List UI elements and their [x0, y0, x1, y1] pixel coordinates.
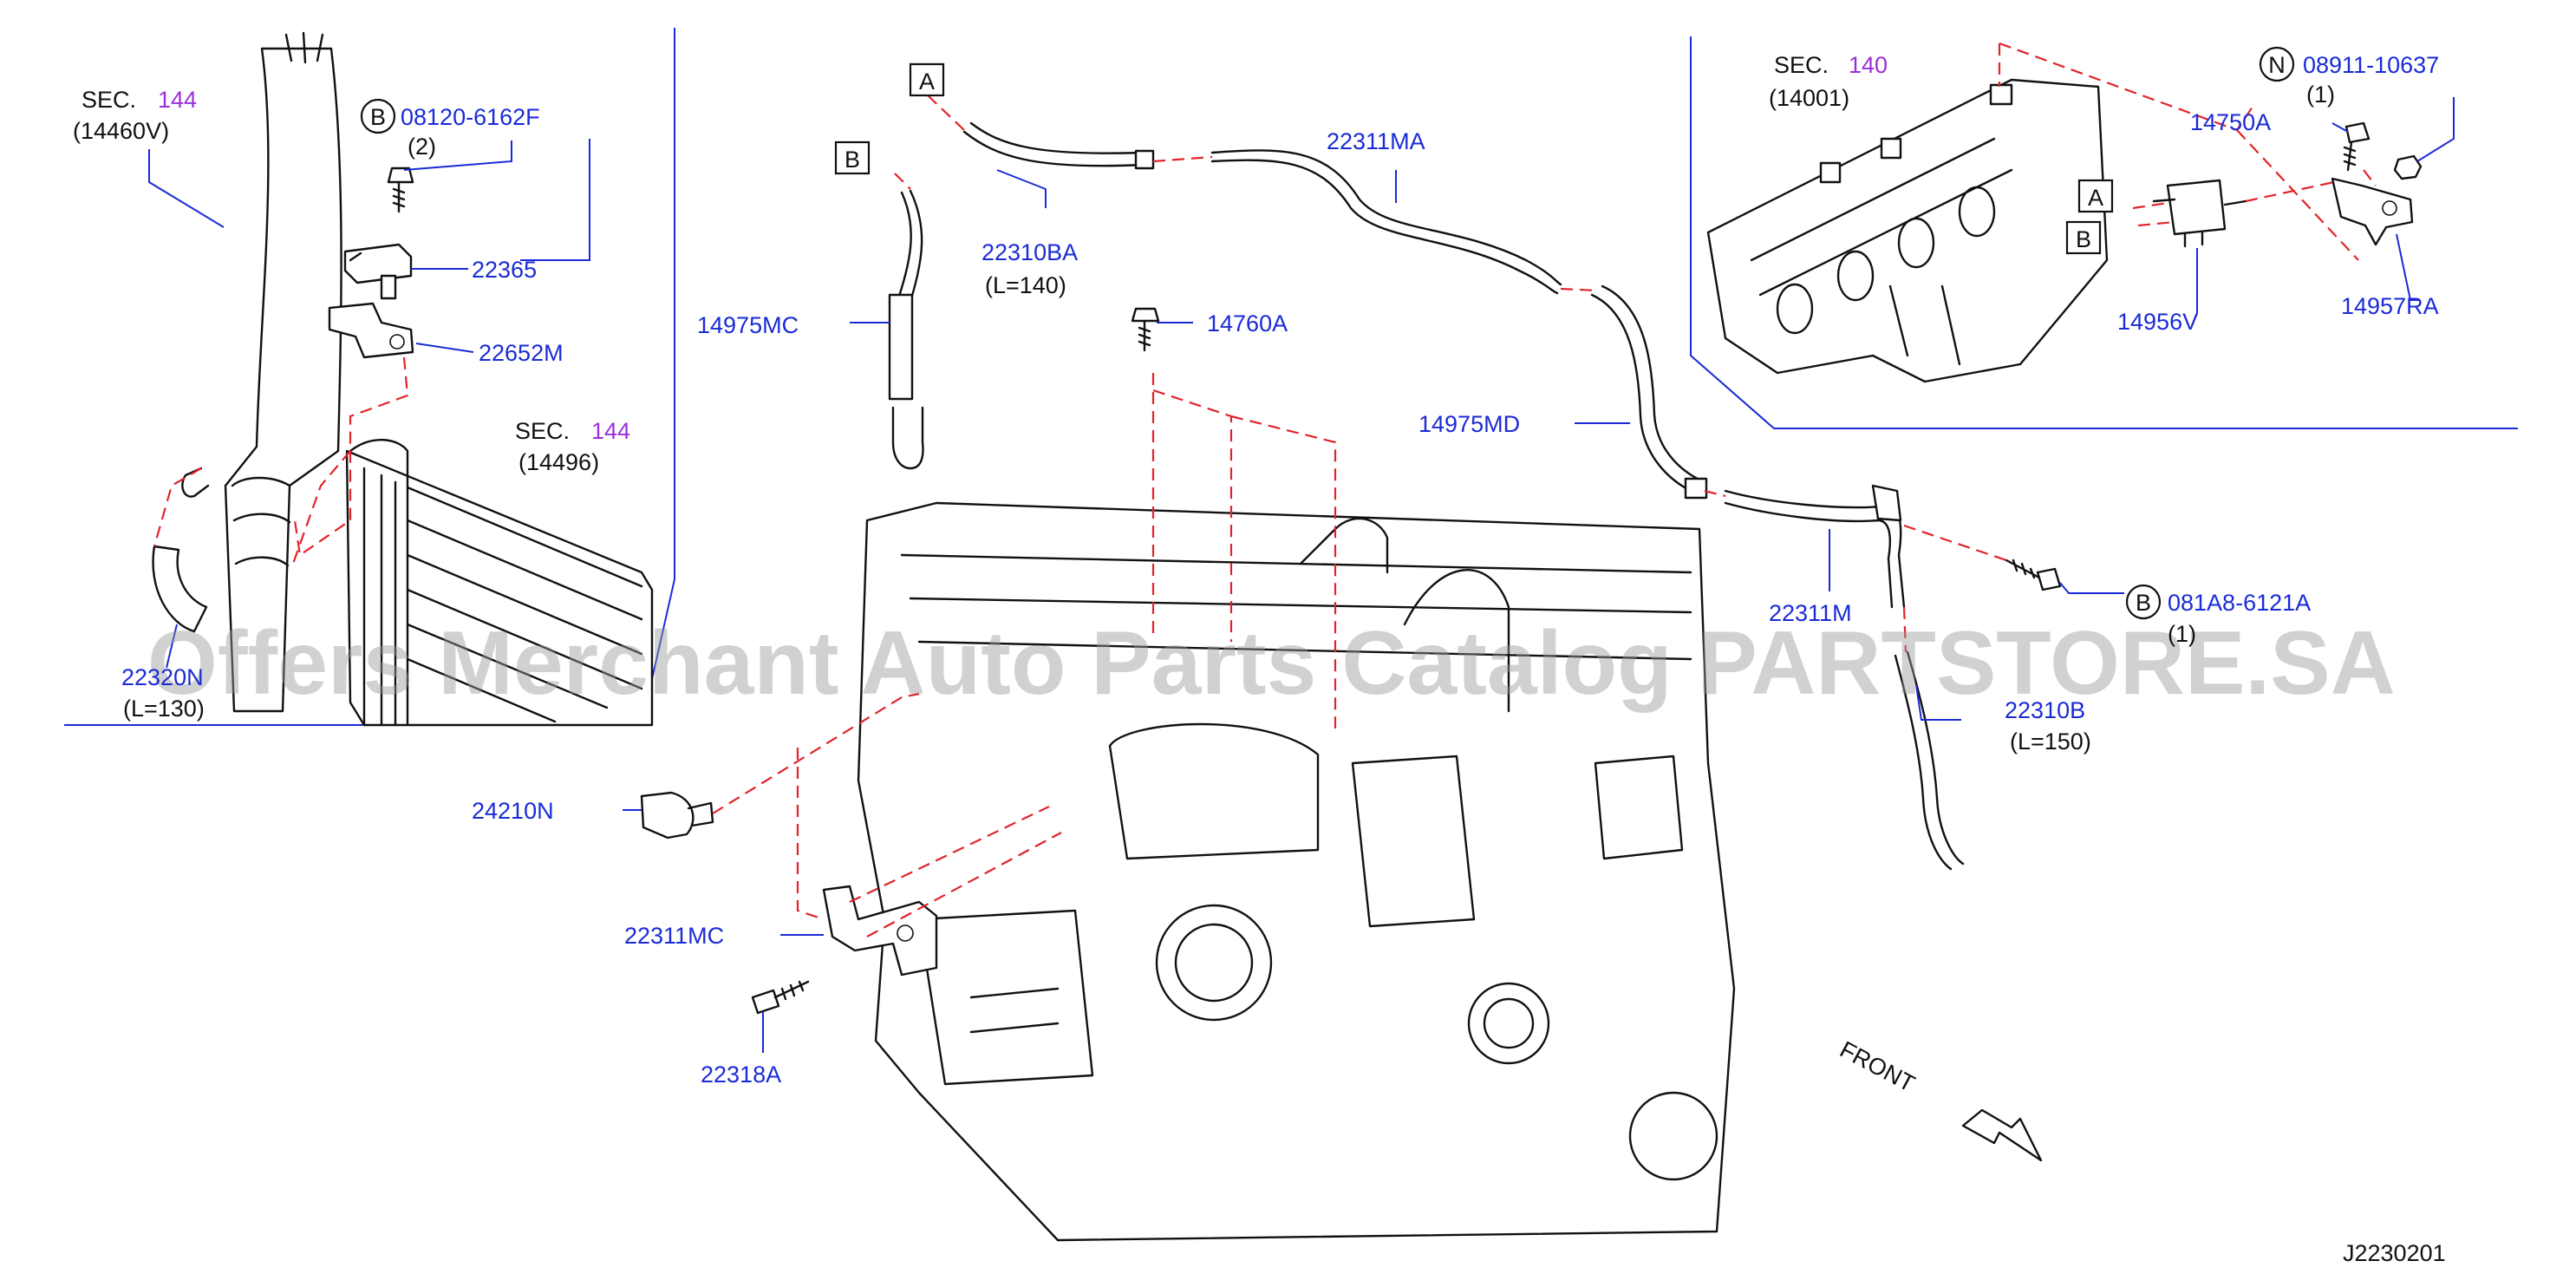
callout-qty: (1) — [2168, 621, 2196, 647]
part-label-22310B: 22310B — [2005, 697, 2085, 723]
charge-air-pipe — [152, 31, 342, 713]
part-label-22311MA: 22311MA — [1327, 128, 1425, 154]
callout-letter: N — [2268, 52, 2286, 78]
part-label-22311MC: 22311MC — [624, 923, 724, 949]
part-label-14750A: 14750A — [2190, 109, 2271, 135]
callout-part-number: 081A8-6121A — [2168, 590, 2311, 616]
part-label-22320N: 22320N — [121, 664, 204, 690]
section-ref-part: (14460V) — [73, 118, 169, 144]
section-frame-lines — [64, 28, 2518, 726]
section-ref-number: 144 — [591, 418, 630, 444]
callout-part-number: 08120-6162F — [401, 104, 540, 130]
svg-text:B: B — [2076, 226, 2091, 252]
callout-08911-10637: N 08911-10637 (1) — [2259, 46, 2439, 108]
front-label: FRONT — [1836, 1036, 1919, 1097]
svg-text:A: A — [2088, 185, 2103, 211]
section-ref-part: (14001) — [1769, 85, 1849, 111]
watermark: Offers Merchant Auto Parts Catalog PARTS… — [147, 613, 2396, 714]
callout-qty: (1) — [2306, 82, 2335, 108]
part-length-22320N: (L=130) — [123, 696, 205, 722]
part-labels: 22365 22652M 22320N (L=130) 22310BA (L=1… — [121, 109, 2439, 1088]
pressure-sensor-22365 — [343, 243, 413, 300]
bracket-22311MC — [822, 885, 938, 977]
hose-22311M — [1724, 484, 1906, 609]
callout-letter: B — [370, 104, 386, 130]
box-letter-b-inset: B — [2065, 220, 2102, 255]
callout-08120-6162F: B 08120-6162F (2) — [360, 98, 540, 160]
front-arrow-icon — [1961, 1108, 2043, 1162]
box-letter-a-inset: A — [2077, 179, 2114, 213]
section-ref-number: 144 — [158, 87, 197, 113]
bolt-22318A — [751, 980, 810, 1015]
intake-manifold — [1706, 78, 2109, 383]
section-ref-sec: SEC. — [1774, 52, 1829, 78]
svg-text:B: B — [845, 147, 860, 173]
bolt-081A8 — [2005, 559, 2062, 591]
hose-14975MD — [1590, 284, 1708, 500]
hose-14975MC — [888, 189, 924, 470]
section-ref-part: (14496) — [518, 449, 599, 475]
box-letter-b-top: B — [834, 140, 871, 175]
part-label-22318A: 22318A — [701, 1062, 781, 1088]
drawing-id: J2230201 — [2343, 1240, 2446, 1266]
part-label-24210N: 24210N — [472, 798, 554, 824]
section-ref-144-right: SEC. 144 (14496) — [515, 418, 630, 475]
section-ref-140: SEC. 140 (14001) — [1769, 52, 1888, 111]
front-indicator: FRONT — [1836, 1036, 2043, 1162]
clip-24210N — [640, 791, 714, 839]
assembly-dashed-lines — [153, 42, 2377, 937]
section-ref-144-left: SEC. 144 (14460V) — [73, 87, 197, 144]
box-letter-a-top: A — [909, 62, 945, 97]
part-label-14956V: 14956V — [2117, 309, 2198, 335]
callout-letter: B — [2136, 590, 2151, 616]
intercooler — [345, 438, 654, 727]
hose-22310BA — [962, 121, 1155, 170]
part-label-22310BA: 22310BA — [981, 239, 1078, 265]
solenoid-14956V — [2152, 179, 2247, 248]
part-label-14957RA: 14957RA — [2341, 293, 2439, 319]
part-label-22311M: 22311M — [1769, 600, 1852, 626]
nut-08911 — [2393, 154, 2423, 180]
bolt-14760A — [1131, 307, 1160, 352]
part-label-14975MD: 14975MD — [1418, 411, 1520, 437]
callout-part-number: 08911-10637 — [2303, 52, 2439, 78]
part-label-14760A: 14760A — [1207, 310, 1288, 336]
callout-081A8-6121A: B 081A8-6121A (1) — [2125, 584, 2311, 647]
bracket-14957RA — [2331, 177, 2414, 246]
callout-qty: (2) — [408, 134, 436, 160]
part-length-22310BA: (L=140) — [985, 272, 1066, 298]
part-label-22652M: 22652M — [479, 340, 564, 366]
part-length-22310B: (L=150) — [2010, 728, 2091, 755]
section-ref-number: 140 — [1849, 52, 1888, 78]
hose-22311MA — [1210, 149, 1562, 295]
leader-lines — [148, 97, 2455, 1053]
section-ref-sec: SEC. — [82, 87, 136, 113]
svg-text:A: A — [919, 69, 935, 95]
part-label-14975MC: 14975MC — [697, 312, 799, 338]
part-label-22365: 22365 — [472, 257, 537, 283]
engine-block — [857, 501, 1736, 1242]
section-ref-sec: SEC. — [515, 418, 570, 444]
bolt-08120 — [387, 167, 414, 213]
bracket-22652M — [328, 302, 414, 359]
bolt-14750A — [2343, 121, 2371, 172]
